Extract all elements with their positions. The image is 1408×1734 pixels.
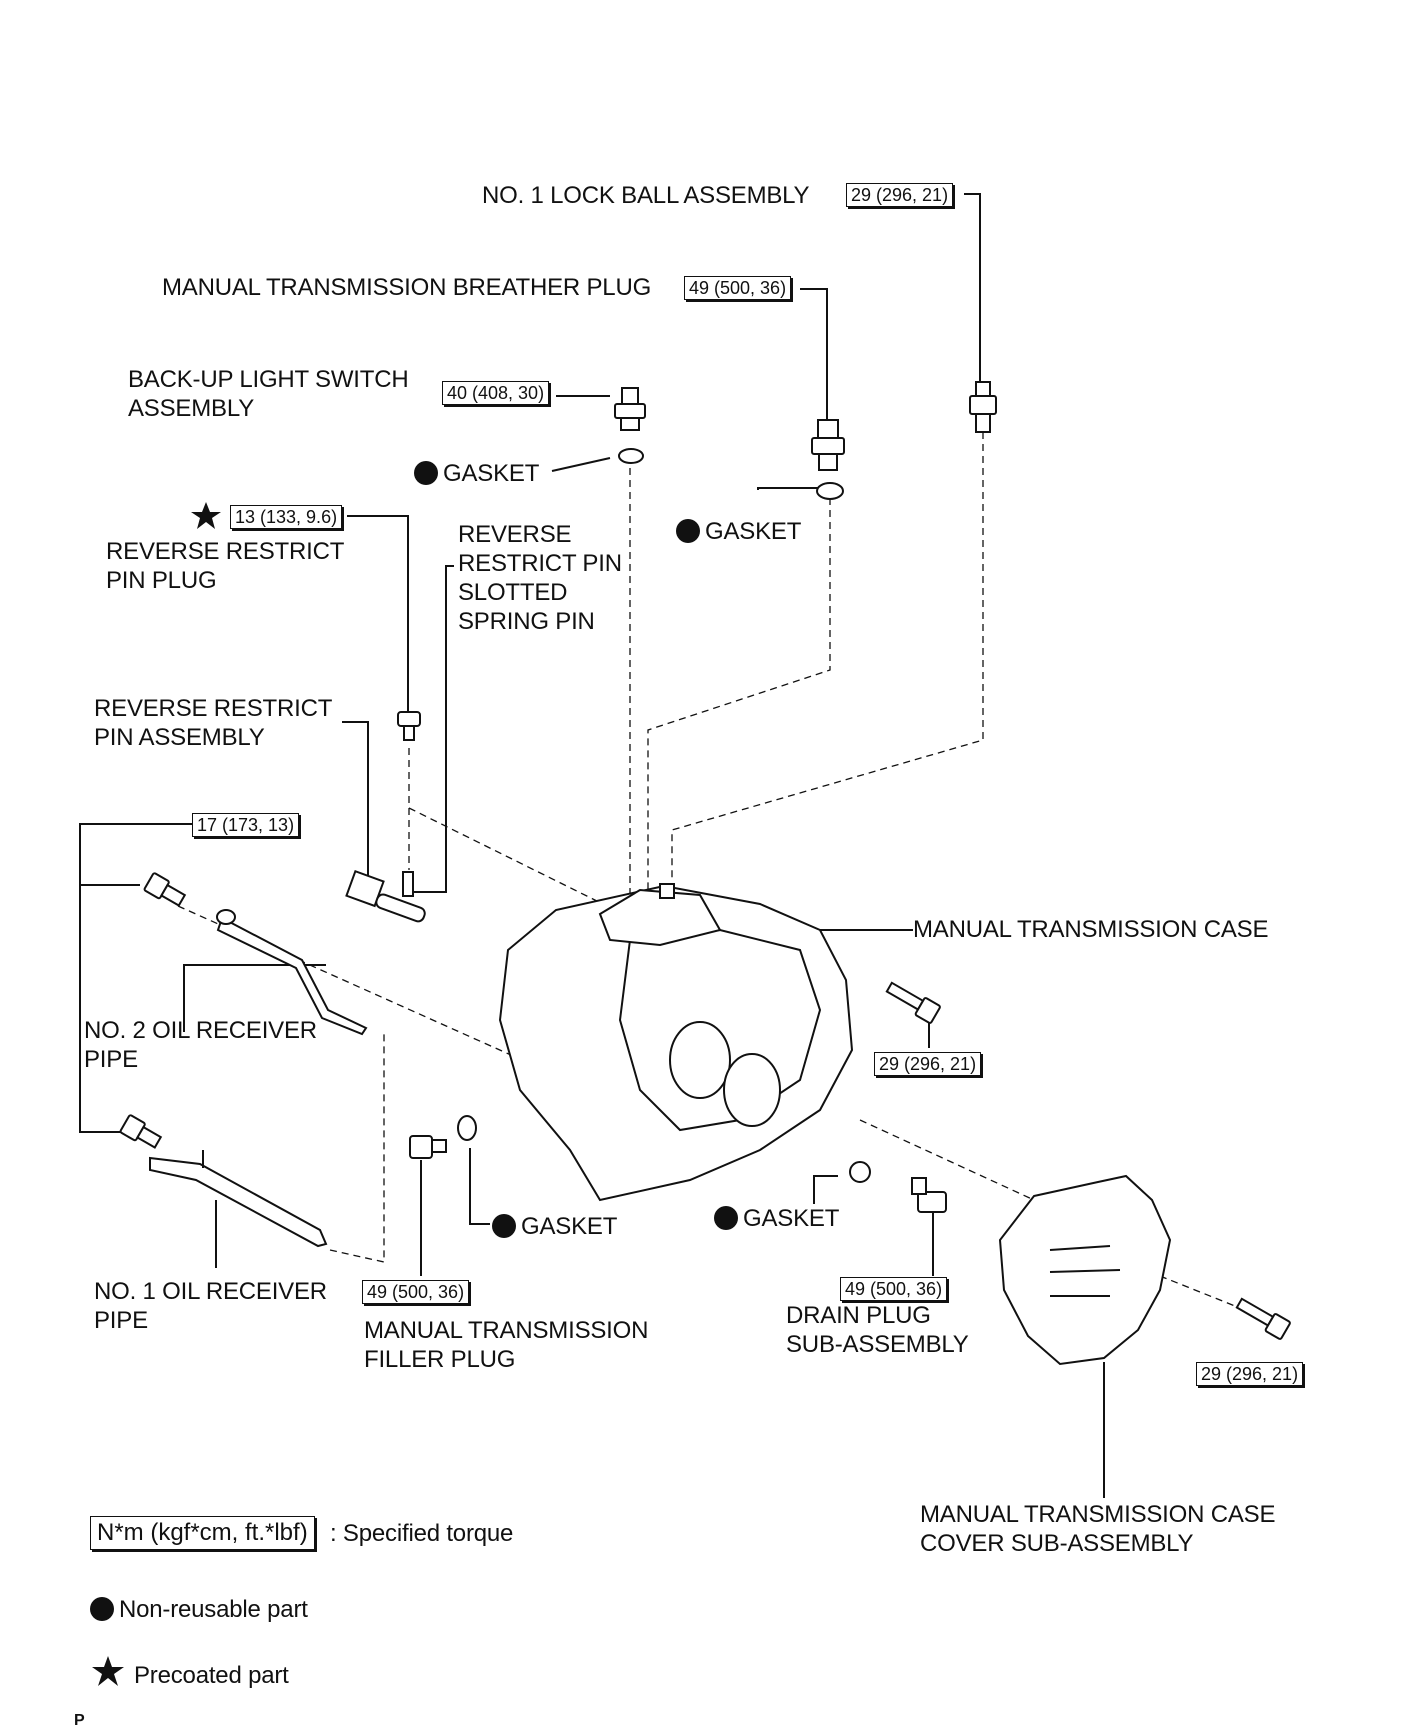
drain-plug-part [911, 1177, 947, 1213]
path-breather [647, 486, 831, 895]
label-lock-ball: NO. 1 LOCK BALL ASSEMBLY [482, 182, 810, 209]
leader-pin-assembly [342, 721, 369, 876]
torque-lock-ball: 29 (296, 21) [846, 183, 954, 207]
leader-spring-pin [412, 565, 454, 893]
torque-backup-switch: 40 (408, 30) [442, 381, 550, 405]
torque-cover-bolt: 29 (296, 21) [1196, 1362, 1304, 1386]
label-oil-pipe-2: NO. 2 OIL RECEIVER PIPE [84, 1017, 317, 1073]
pin-plug-part [397, 711, 421, 741]
label-oil-pipe-1: NO. 1 OIL RECEIVER PIPE [94, 1278, 327, 1334]
transmission-case-part [498, 883, 854, 1202]
non-reusable-icon [90, 1597, 114, 1621]
oil-pipe-2-part [216, 916, 368, 1036]
label-reverse-pin-assembly: REVERSE RESTRICT PIN ASSEMBLY [94, 695, 333, 751]
leader-gasket-1 [551, 457, 611, 472]
label-gasket-drain: GASKET [714, 1204, 839, 1233]
legend-precoated: Precoated part [134, 1662, 289, 1689]
leader-pin-plug [347, 515, 409, 712]
label-backup-switch: BACK-UP LIGHT SWITCH ASSEMBLY [128, 366, 409, 422]
non-reusable-icon [714, 1206, 738, 1230]
label-case-cover: MANUAL TRANSMISSION CASE COVER SUB-ASSEM… [920, 1501, 1276, 1557]
torque-case-bolt: 29 (296, 21) [874, 1052, 982, 1076]
gasket-filler [457, 1115, 477, 1141]
oil-pipe-1-part [149, 1156, 328, 1248]
oil-bolt-lower-part [119, 1114, 163, 1149]
leader-breather [800, 288, 828, 420]
gasket-backup [618, 448, 644, 464]
non-reusable-icon [676, 519, 700, 543]
filler-plug-part [409, 1135, 447, 1159]
label-transmission-case: MANUAL TRANSMISSION CASE [913, 916, 1269, 943]
gasket-drain [849, 1161, 871, 1183]
torque-oil-pipe-bolts: 17 (173, 13) [192, 813, 300, 837]
page-mark: P [74, 1712, 85, 1729]
leader-case [817, 929, 913, 940]
non-reusable-icon [414, 461, 438, 485]
lock-ball-part [969, 381, 997, 433]
label-filler-plug: MANUAL TRANSMISSION FILLER PLUG [364, 1317, 649, 1373]
pin-assembly-part [345, 869, 426, 923]
legend-star-icon [92, 1656, 124, 1686]
legend-non-reusable: Non-reusable part [90, 1595, 308, 1624]
torque-breather-plug: 49 (500, 36) [684, 276, 792, 300]
cover-bolt-part [1235, 1297, 1291, 1340]
label-drain-plug: DRAIN PLUG SUB-ASSEMBLY [786, 1302, 969, 1358]
path-oil-pipe-1 [329, 1030, 385, 1263]
backup-switch-part [614, 387, 646, 431]
torque-filler-plug: 49 (500, 36) [362, 1280, 470, 1304]
breather-plug-part [811, 419, 845, 471]
leader-oil-bolts [79, 823, 192, 1133]
leader-gasket-2 [757, 487, 830, 490]
label-gasket-filler: GASKET [492, 1212, 617, 1241]
label-reverse-pin-plug: REVERSE RESTRICT PIN PLUG [106, 538, 345, 594]
legend-torque-units: N*m (kgf*cm, ft.*lbf) [90, 1516, 315, 1550]
leader-oil-pipe-2 [183, 964, 326, 1032]
label-slotted-spring-pin: REVERSE RESTRICT PIN SLOTTED SPRING PIN [458, 521, 622, 635]
path-lock-ball [671, 432, 984, 880]
label-gasket-breather: GASKET [676, 517, 801, 546]
path-cover [859, 1119, 1035, 1201]
non-reusable-icon [492, 1214, 516, 1238]
oil-bolt-upper-part [143, 872, 187, 907]
path-pin-plug-to-case [408, 807, 606, 906]
label-gasket-backup: GASKET [414, 459, 539, 488]
leader-gasket-4 [813, 1175, 838, 1204]
precoated-star-icon [191, 502, 221, 529]
torque-pin-plug: 13 (133, 9.6) [230, 505, 343, 529]
leader-gasket-3 [469, 1148, 490, 1225]
case-bolt-part [885, 981, 941, 1024]
torque-drain-plug: 49 (500, 36) [840, 1277, 948, 1301]
leader-lock-ball [964, 193, 981, 382]
legend-torque-desc: : Specified torque [330, 1520, 514, 1547]
label-breather-plug: MANUAL TRANSMISSION BREATHER PLUG [162, 274, 652, 301]
path-cover-bolt [1159, 1275, 1241, 1309]
gasket-breather [816, 482, 844, 500]
spring-pin-part [402, 871, 414, 897]
